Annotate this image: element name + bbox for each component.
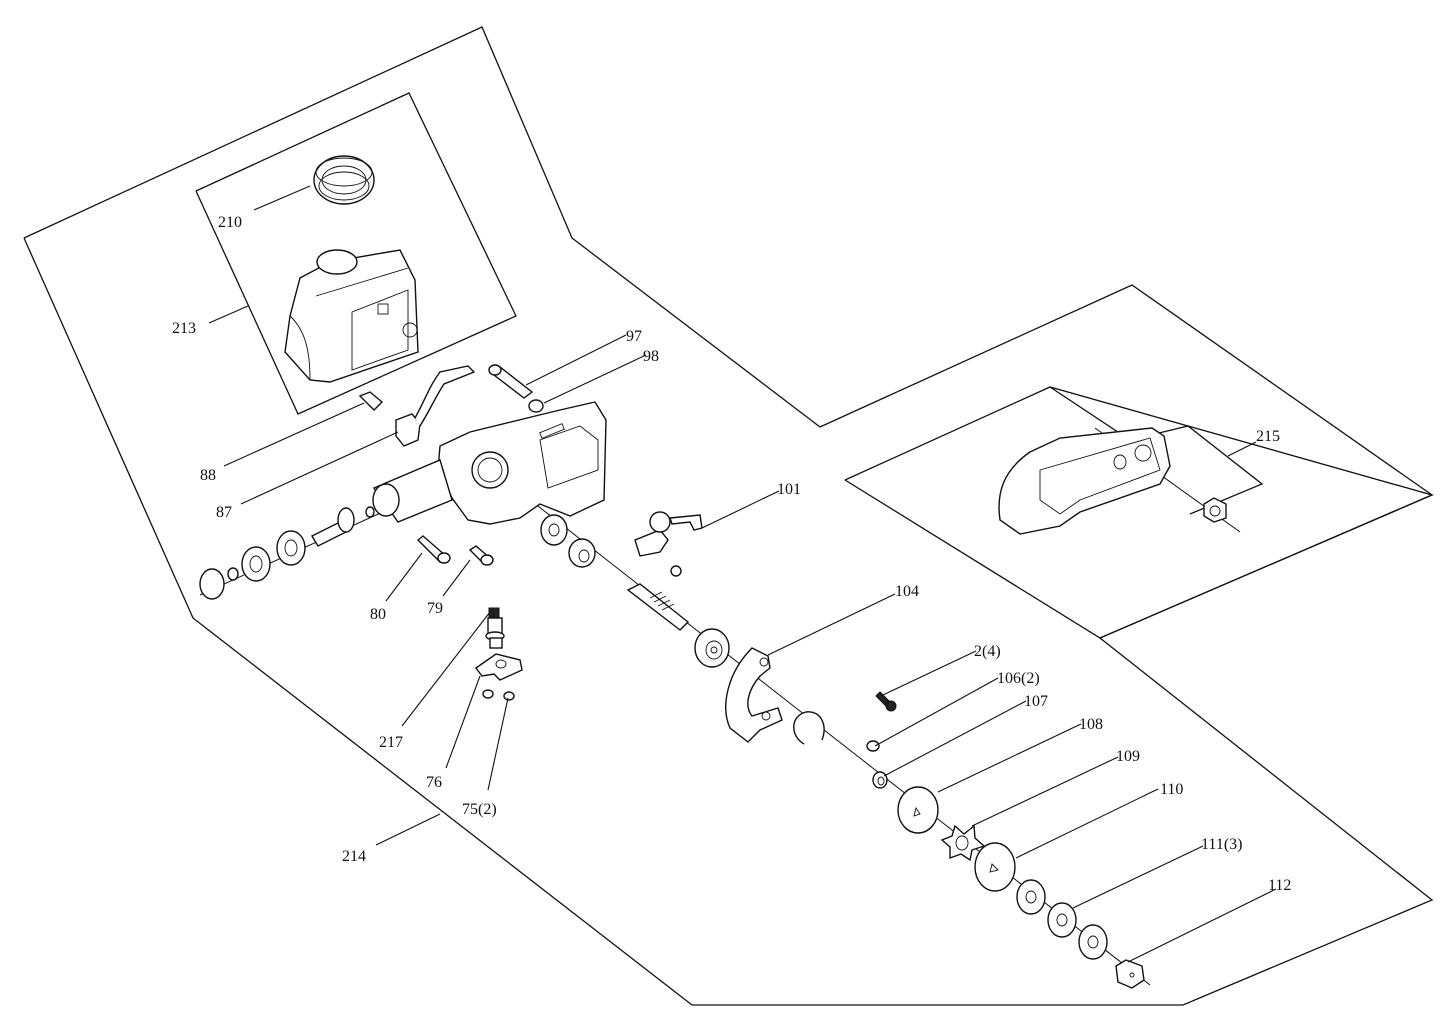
part-bearing-sprocket [694,628,730,668]
leader-109 [971,756,1119,827]
leader-112 [1127,888,1277,963]
part-111-washer-3 [1078,924,1108,960]
part-o-ring [365,506,375,518]
leader-97 [525,334,627,386]
assembly-215-outline [844,386,1434,639]
label-107: 107 [1024,693,1048,710]
leader-108 [937,723,1082,793]
part-tensioner-screw [670,565,682,577]
part-110-washer [974,842,1016,892]
label-2: 2(4) [974,643,1001,660]
part-bearing-left-2 [276,530,306,566]
label-75: 75(2) [462,801,497,818]
part-79-screw [468,545,494,566]
leader-217 [401,611,491,727]
leader-110 [1015,788,1159,859]
label-213: 213 [172,320,196,337]
label-104: 104 [895,583,919,600]
label-112: 112 [1268,877,1291,894]
leader-107 [883,700,1027,777]
label-214: 214 [342,848,366,865]
label-210: 210 [218,214,242,231]
part-80-screw [416,535,451,564]
label-87: 87 [216,504,232,521]
label-215: 215 [1256,428,1280,445]
part-98-washer [528,399,544,413]
leader-210 [253,185,311,211]
label-76: 76 [426,774,442,791]
label-97: 97 [626,328,642,345]
part-bearing-left-1 [241,546,271,582]
label-109: 109 [1116,748,1140,765]
label-98: 98 [643,348,659,365]
label-111: 111(3) [1201,836,1242,853]
part-101-chain-tensioner [634,511,703,557]
leader-111 [1072,845,1204,909]
label-101: 101 [777,481,801,498]
leader-213 [208,305,249,324]
leader-101 [701,490,780,529]
part-snap-ring-right [793,711,825,745]
part-97-pin [488,364,534,399]
part-109-sprocket [940,824,986,862]
part-107-bushing [872,771,888,789]
leader-80 [385,552,423,602]
part-111-washer-2 [1047,902,1077,938]
part-small-ring-left [227,567,239,581]
leader-76 [445,675,481,769]
leader-88 [223,402,365,467]
part-75-screw-2 [503,691,515,701]
leader-75 [487,697,509,791]
sprocket-axis-line [519,491,1151,986]
label-217: 217 [379,734,403,751]
part-104-chain-catcher [725,647,783,743]
leader-215-a [1227,441,1257,457]
part-111-washer-1 [1016,879,1046,915]
label-106: 106(2) [997,670,1040,687]
assembly-215-inner-outline [1049,386,1264,515]
part-88-connector [358,391,384,411]
part-215-cover-nut [1203,497,1227,523]
label-110: 110 [1160,781,1183,798]
part-washer-middle [568,538,596,568]
leader-98 [543,354,647,404]
leader-79 [442,559,471,597]
label-108: 108 [1079,716,1103,733]
part-2-screw [875,691,897,712]
part-87-lever-arm [395,365,476,447]
leader-87 [240,431,399,505]
part-217-pump-shaft [485,607,505,649]
label-88: 88 [200,467,216,484]
part-75-screw-1 [482,689,494,699]
part-snap-ring-left [199,568,225,600]
assembly-213-outline [195,92,517,415]
part-worm-shaft [626,583,690,631]
part-213-oil-tank [284,249,419,383]
leader-2 [882,650,977,696]
part-215-sprocket-cover [998,427,1171,535]
label-79: 79 [427,600,443,617]
part-108-washer [897,786,939,834]
part-76-pump-plate [475,653,523,681]
part-bearing-middle [540,514,568,546]
part-210-oil-cap [313,155,375,205]
label-80: 80 [370,606,386,623]
leader-106 [874,677,999,747]
part-gear-case-body [372,401,607,525]
part-112-nut [1115,959,1145,989]
leader-214 [375,813,441,846]
part-106-screw [866,740,880,752]
leader-104 [767,593,896,656]
part-drive-shaft [311,507,355,547]
